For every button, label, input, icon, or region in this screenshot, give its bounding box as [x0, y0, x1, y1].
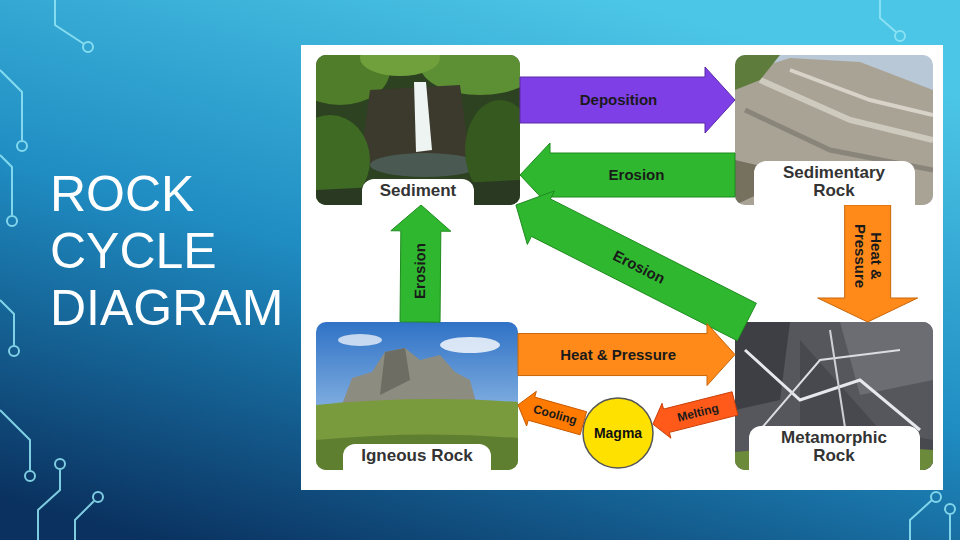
- circuit-decoration: [949, 515, 951, 540]
- arrow-label-holder: Melting: [673, 401, 723, 425]
- circuit-decoration: [75, 501, 94, 540]
- arrow-label: Deposition: [577, 92, 661, 108]
- arrow-label: Erosion: [606, 167, 668, 183]
- igneous-outcrop-photo: [316, 322, 518, 470]
- circuit-decoration: [910, 500, 932, 540]
- igneous-outcrop-photo: [440, 337, 500, 353]
- circle-label: Magma: [594, 425, 642, 441]
- igneous-rock-photo-box: Igneous Rock: [316, 322, 518, 470]
- arrow-label-holder: Erosion: [608, 246, 670, 288]
- arrow-label: Erosion: [608, 246, 670, 288]
- block-arrow: [520, 67, 735, 133]
- arrow-label: Melting: [673, 401, 723, 425]
- circuit-decoration: [0, 300, 14, 345]
- waterfall-photo: [370, 153, 480, 177]
- diagram-panel: [301, 45, 943, 490]
- circuit-decoration: [17, 141, 27, 151]
- circuit-decoration: [7, 216, 17, 226]
- arrow-label-holder: Erosion: [412, 240, 428, 302]
- arrow-label-holder: Erosion: [606, 167, 668, 183]
- photo-caption: Sedimentary Rock: [754, 161, 915, 205]
- metamorphic-rock-photo: [840, 322, 933, 395]
- circuit-decoration: [38, 470, 60, 540]
- igneous-outcrop-photo: [316, 434, 518, 470]
- sedimentary-cliff-photo: [735, 55, 933, 205]
- block-arrow: [518, 391, 587, 434]
- arrow-label: Heat & Pressure: [557, 347, 679, 363]
- sedimentary-rock-photo-box: Sedimentary Rock: [735, 55, 933, 205]
- circuit-decoration: [0, 410, 30, 470]
- circuit-decoration: [945, 504, 955, 514]
- waterfall-photo: [316, 55, 520, 205]
- arrow-label: Erosion: [412, 240, 428, 302]
- arrow-label: Heat & Pressure: [852, 214, 884, 298]
- arrow-label-holder: Deposition: [577, 92, 661, 108]
- block-arrow: [516, 191, 756, 341]
- circuit-decoration: [25, 471, 35, 481]
- arrow-label-holder: Cooling: [529, 402, 581, 428]
- igneous-outcrop-photo: [316, 399, 518, 470]
- block-arrow: [518, 324, 735, 386]
- sedimentary-cliff-photo: [790, 70, 933, 115]
- block-arrow: [520, 143, 735, 207]
- circuit-decoration: [93, 492, 103, 502]
- circuit-decoration: [55, 459, 65, 469]
- igneous-outcrop-photo: [380, 348, 410, 395]
- magma-circle: Magma: [582, 397, 654, 469]
- photo-caption: Metamorphic Rock: [749, 426, 920, 470]
- magma-circle-shape: [583, 398, 653, 468]
- sedimentary-cliff-photo: [735, 55, 780, 90]
- circuit-decoration: [931, 492, 941, 502]
- circuit-decoration: [0, 70, 22, 140]
- circuit-decoration: [880, 0, 896, 32]
- igneous-outcrop-photo: [338, 334, 382, 346]
- circuit-decoration: [0, 155, 12, 215]
- circuit-decoration: [55, 0, 84, 44]
- sedimentary-cliff-photo: [735, 58, 933, 205]
- photo-caption: Sediment: [362, 179, 475, 205]
- title-holder: ROCK CYCLE DIAGRAM: [50, 166, 298, 337]
- arrow-label-holder: Heat & Pressure: [852, 214, 884, 298]
- circuit-decoration: [83, 42, 93, 52]
- sediment-photo-box: Sediment: [316, 55, 520, 205]
- igneous-outcrop-photo: [316, 322, 518, 470]
- circuit-decoration: [895, 31, 905, 41]
- arrow-label: Cooling: [529, 402, 581, 428]
- metamorphic-rock-photo: [745, 350, 920, 430]
- waterfall-photo: [414, 82, 432, 152]
- photo-caption: Igneous Rock: [343, 444, 490, 470]
- arrow-label-holder: Heat & Pressure: [557, 347, 679, 363]
- waterfall-photo: [360, 55, 440, 76]
- metamorphic-rock-photo: [735, 322, 933, 470]
- circuit-decoration: [9, 346, 19, 356]
- block-arrow: [391, 205, 451, 322]
- slide-title: ROCK CYCLE DIAGRAM: [50, 166, 298, 337]
- sedimentary-cliff-photo: [735, 55, 933, 205]
- metamorphic-rock-photo: [760, 350, 900, 430]
- block-arrow: [653, 392, 738, 438]
- metamorphic-rock-photo: [735, 322, 933, 470]
- metamorphic-rock-photo-box: Metamorphic Rock: [735, 322, 933, 470]
- waterfall-photo: [316, 180, 520, 205]
- block-arrow: [818, 205, 918, 322]
